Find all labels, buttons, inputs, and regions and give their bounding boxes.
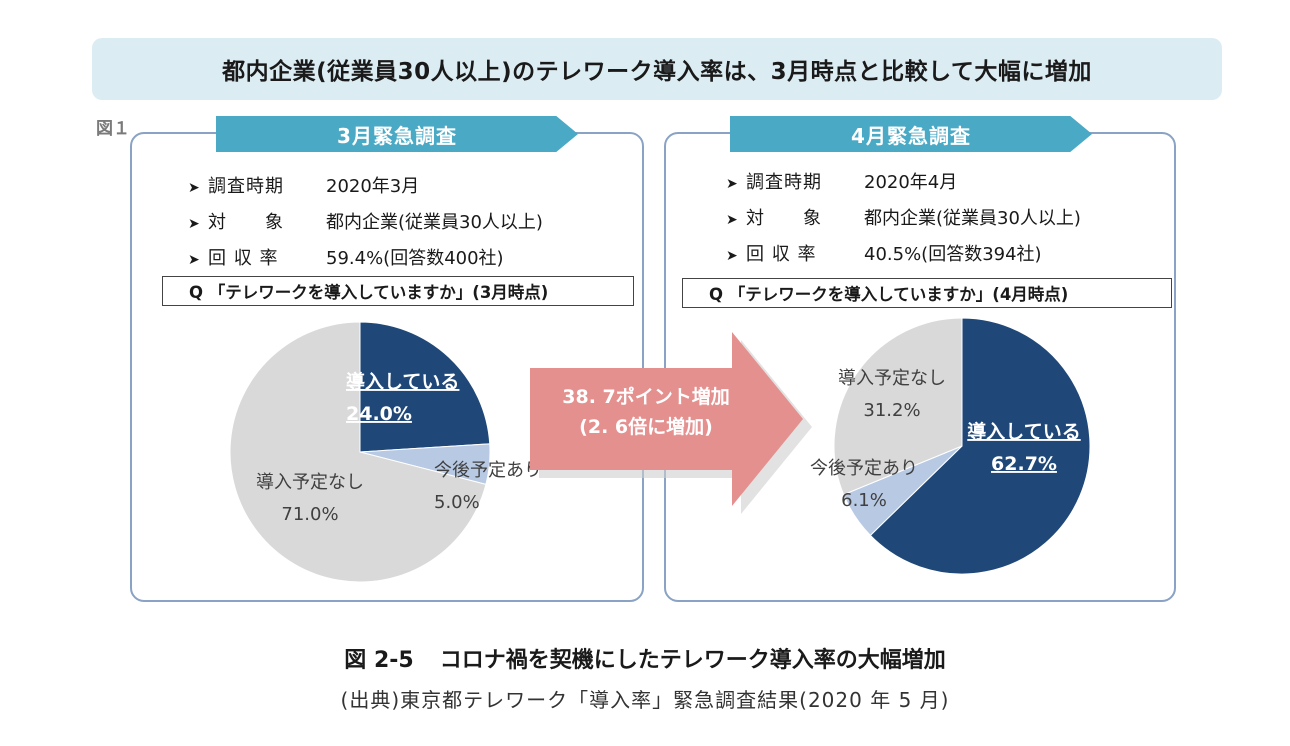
increase-arrow: 38. 7ポイント増加 (2. 6倍に増加) (530, 332, 812, 514)
info-label: 調査時期 (208, 176, 284, 197)
info-value: 2020年4月 (864, 172, 958, 193)
info-row-period: ➤ 調査時期 2020年3月 (188, 172, 419, 198)
pie-slice-not-planned (833, 317, 963, 496)
caption-text: コロナ禍を契機にしたテレワーク導入率の大幅増加 (439, 648, 946, 673)
info-value: 都内企業(従業員30人以上) (864, 208, 1081, 229)
pie-chart-march: 導入している 24.0% 今後予定あり 5.0% 導入予定なし 71.0% (229, 321, 542, 583)
info-row-response: ➤ 回 収 率 40.5%(回答数394社) (726, 240, 1042, 266)
banner-march: 3月緊急調査 (216, 116, 578, 152)
pie-slice-introduced (869, 317, 1091, 575)
pie-slice-not-planned (229, 321, 487, 583)
arrow-text-points: 38. 7ポイント増加 (562, 385, 730, 408)
info-value: 40.5%(回答数394社) (864, 244, 1042, 265)
pie-label-introduced: 導入している (967, 420, 1080, 443)
pie-label-planned: 今後予定あり (434, 460, 542, 481)
arrow-shape (530, 332, 803, 506)
arrowhead-icon: ➤ (188, 216, 200, 232)
info-label: 対 象 (208, 212, 284, 233)
banner-april: 4月緊急調査 (730, 116, 1092, 152)
figure-label: 図１ (96, 119, 130, 139)
panel-april: 4月緊急調査 ➤ 調査時期 2020年4月 ➤ 対 象 都内企業(従業員30人以上) ➤… (664, 116, 1176, 602)
arrowhead-icon: ➤ (726, 176, 738, 192)
pie-value-not-planned: 31.2% (863, 400, 920, 421)
arrowhead-icon: ➤ (726, 212, 738, 228)
question-box-april: Q 「テレワークを導入していますか」(4月時点) (682, 278, 1172, 308)
info-label: 回 収 率 (746, 244, 817, 265)
info-label: 対 象 (746, 208, 822, 229)
pie-chart-april: 導入している 62.7% 今後予定あり 6.1% 導入予定なし 31.2% (810, 317, 1091, 575)
arrowhead-icon: ➤ (188, 252, 200, 268)
caption-number: 図 2-5 (344, 648, 414, 673)
info-row-target: ➤ 対 象 都内企業(従業員30人以上) (188, 208, 543, 234)
pie-value-introduced: 24.0% (346, 403, 412, 425)
info-row-target: ➤ 対 象 都内企業(従業員30人以上) (726, 204, 1081, 230)
info-row-period: ➤ 調査時期 2020年4月 (726, 168, 957, 194)
pie-value-introduced: 62.7% (991, 453, 1057, 475)
info-label: 調査時期 (746, 172, 822, 193)
pie-slice-introduced (359, 321, 491, 453)
pie-value-planned: 6.1% (841, 490, 887, 511)
info-row-response: ➤ 回 収 率 59.4%(回答数400社) (188, 244, 504, 270)
info-value: 都内企業(従業員30人以上) (326, 212, 543, 233)
pie-label-planned: 今後予定あり (810, 458, 918, 479)
info-value: 2020年3月 (326, 176, 420, 197)
panel-march: 3月緊急調査 ➤ 調査時期 2020年3月 ➤ 対 象 都内企業(従業員30人以上) ➤… (130, 116, 644, 602)
pie-value-not-planned: 71.0% (281, 504, 338, 525)
question-box-march: Q 「テレワークを導入していますか」(3月時点) (162, 276, 634, 306)
arrowhead-icon: ➤ (188, 180, 200, 196)
pie-value-planned: 5.0% (434, 492, 480, 513)
source-note: (出典)東京都テレワーク「導入率」緊急調査結果(2020 年 5 月) (340, 688, 950, 712)
info-label: 回 収 率 (208, 248, 279, 269)
figure-caption: 図 2-5 コロナ禍を契機にしたテレワーク導入率の大幅増加 (0, 642, 1290, 674)
pie-label-not-planned: 導入予定なし (838, 368, 946, 389)
pie-label-introduced: 導入している (346, 370, 459, 393)
arrow-text-ratio: (2. 6倍に増加) (579, 415, 713, 438)
arrowhead-icon: ➤ (726, 248, 738, 264)
headline: 都内企業(従業員30人以上)のテレワーク導入率は、3月時点と比較して大幅に増加 (92, 38, 1222, 100)
pie-label-not-planned: 導入予定なし (256, 472, 364, 493)
info-value: 59.4%(回答数400社) (326, 248, 504, 269)
